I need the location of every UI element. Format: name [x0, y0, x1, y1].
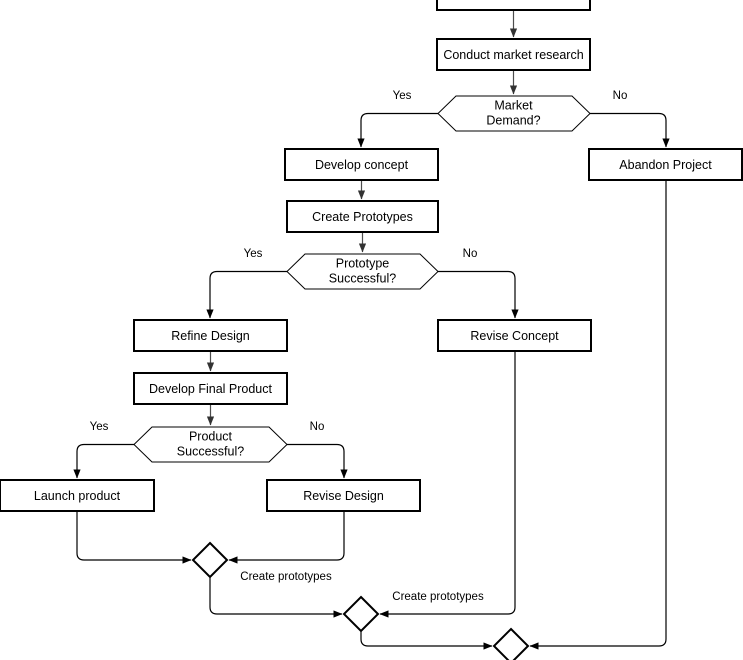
node-develop-final-product-label: Develop Final Product: [149, 382, 273, 396]
node-product-successful-label-line1: Product: [189, 429, 233, 443]
node-refine-design-label: Refine Design: [171, 329, 250, 343]
node-prototype-successful-label-line2: Successful?: [329, 271, 396, 285]
node-revise-design[interactable]: Revise Design: [266, 479, 421, 512]
node-merge-3[interactable]: [492, 627, 530, 660]
node-create-prototypes[interactable]: Create Prototypes: [286, 200, 439, 233]
edge-label-merge-2: Create prototypes: [392, 591, 484, 603]
edge-demand-yes-to-develop-concept: [357, 112, 438, 148]
node-merge-2[interactable]: [342, 595, 380, 633]
node-refine-design[interactable]: Refine Design: [133, 319, 288, 352]
edge-revise-design-to-merge1: [228, 511, 345, 564]
node-market-demand[interactable]: Market Demand?: [437, 95, 591, 132]
node-launch-product[interactable]: Launch product: [0, 479, 155, 512]
node-abandon-project[interactable]: Abandon Project: [588, 148, 743, 181]
edge-product-yes-to-launch: [73, 443, 134, 479]
edge-revise-concept-to-merge2: [379, 351, 516, 618]
edge-label-prototype-no: No: [463, 248, 478, 260]
node-conduct-market-research[interactable]: Conduct market research: [436, 38, 591, 71]
node-launch-product-label: Launch product: [34, 489, 121, 503]
edge-launch-to-merge1: [76, 511, 192, 564]
node-revise-concept-label: Revise Concept: [470, 329, 559, 343]
node-merge-1[interactable]: [191, 541, 229, 579]
node-revise-concept[interactable]: Revise Concept: [437, 319, 592, 352]
edge-product-no-to-revise-design: [287, 443, 348, 479]
edge-prototype-no-to-revise-concept: [438, 270, 519, 319]
edge-merge1-to-merge2: [209, 577, 343, 618]
node-prototype-successful-label-line1: Prototype: [336, 256, 390, 270]
node-prototype-successful[interactable]: Prototype Successful?: [286, 253, 439, 290]
node-market-demand-label-line1: Market: [494, 98, 533, 112]
edge-label-market-demand-yes: Yes: [393, 90, 412, 102]
node-product-successful[interactable]: Product Successful?: [133, 426, 288, 463]
edge-label-merge-1: Create prototypes: [240, 571, 332, 583]
node-market-demand-label-line2: Demand?: [486, 113, 540, 127]
node-conduct-market-research-label: Conduct market research: [443, 48, 583, 62]
node-product-successful-label-line2: Successful?: [177, 444, 244, 458]
node-create-prototypes-label: Create Prototypes: [312, 210, 413, 224]
node-revise-design-label: Revise Design: [303, 489, 384, 503]
node-abandon-project-label: Abandon Project: [619, 158, 712, 172]
edge-label-prototype-yes: Yes: [244, 248, 263, 260]
edge-label-product-no: No: [310, 421, 325, 433]
edge-merge2-to-merge3: [360, 631, 493, 650]
edge-label-market-demand-no: No: [613, 90, 628, 102]
node-develop-final-product[interactable]: Develop Final Product: [133, 372, 288, 405]
node-develop-concept[interactable]: Develop concept: [284, 148, 439, 181]
edge-label-product-yes: Yes: [90, 421, 109, 433]
node-top-partial[interactable]: [436, 0, 591, 11]
node-develop-concept-label: Develop concept: [315, 158, 409, 172]
edge-abandon-to-merge3: [529, 180, 667, 650]
edge-prototype-yes-to-refine: [206, 270, 287, 319]
edge-demand-no-to-abandon: [590, 112, 670, 148]
